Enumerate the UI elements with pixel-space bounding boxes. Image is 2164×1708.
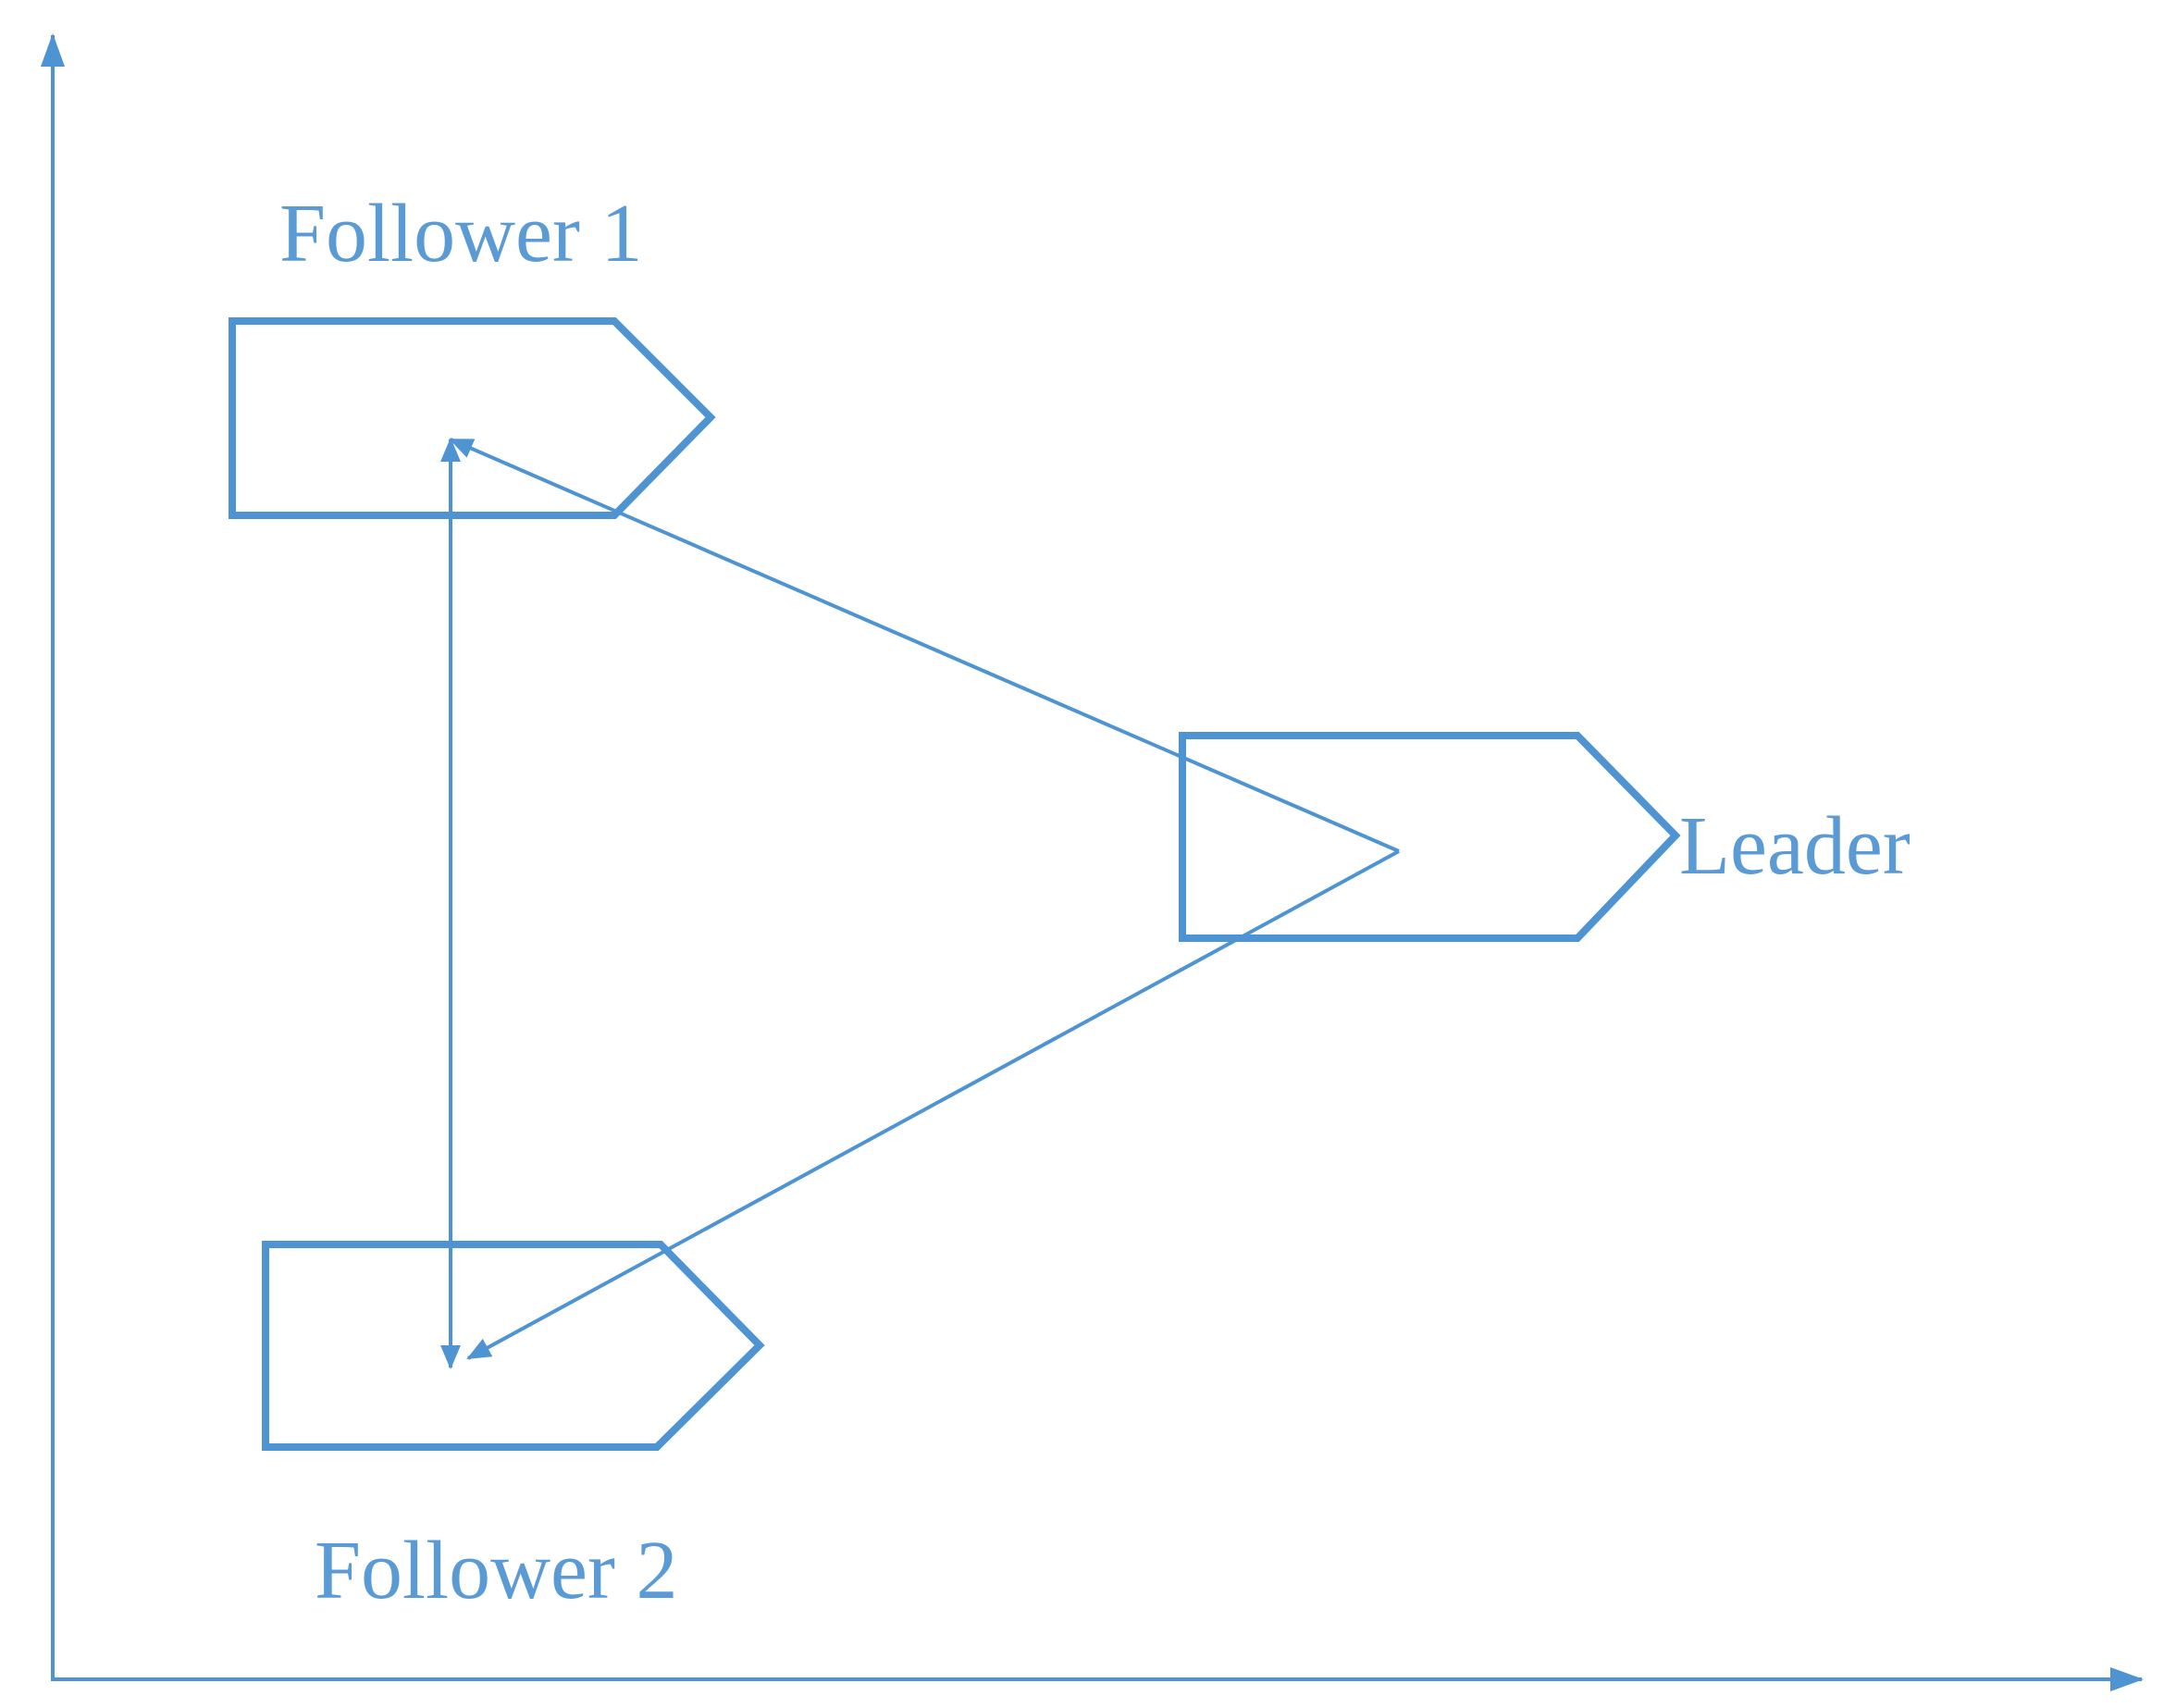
follower-2-label: Follower 2 — [315, 1525, 677, 1616]
leader-vessel — [1179, 732, 1681, 942]
follower-1-label: Follower 1 — [279, 188, 642, 279]
follower-1-vessel — [229, 317, 716, 519]
leader-to-follower-2-arrow — [466, 849, 1400, 1360]
leader-to-follower-1-arrow — [449, 438, 1400, 853]
leader-label: Leader — [1679, 800, 1911, 892]
follower-2-vessel — [262, 1241, 765, 1451]
